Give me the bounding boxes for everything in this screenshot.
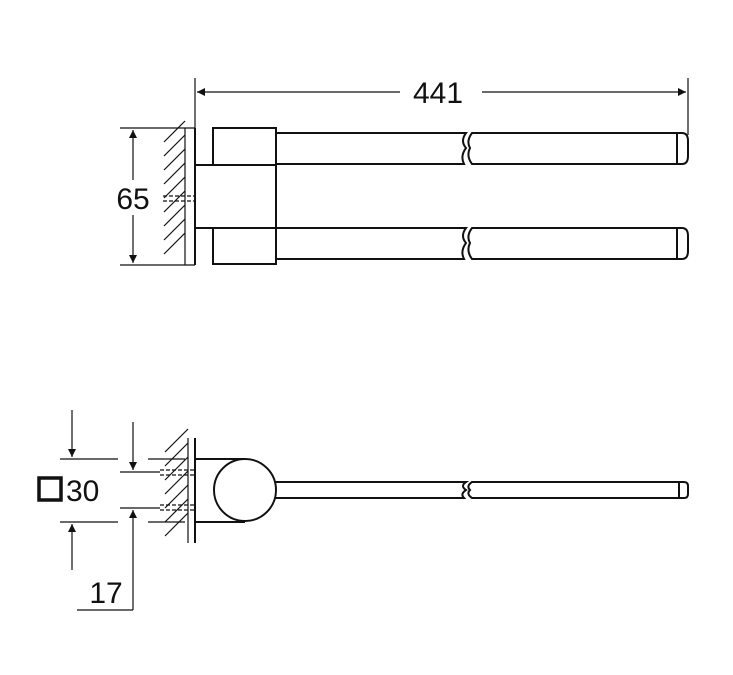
offset-dimension-label: 17 — [89, 577, 122, 610]
top-view: 441 65 — [116, 77, 689, 266]
hatch-line — [163, 232, 186, 255]
square-symbol-icon — [37, 476, 63, 502]
wall-hatching-side — [160, 428, 196, 543]
towel-arm-lower — [276, 227, 689, 260]
mount-side — [195, 458, 277, 523]
hatch-line — [163, 190, 186, 213]
hatch-line — [163, 176, 186, 199]
hatch-line — [164, 498, 189, 523]
towel-arm-upper — [276, 132, 689, 165]
hatch-line — [163, 204, 186, 227]
square-dimension: 30 — [37, 410, 185, 570]
offset-dimension: 17 — [77, 422, 160, 611]
side-view: 30 17 — [37, 410, 689, 611]
hatch-line — [163, 120, 186, 143]
width-dimension-label: 441 — [413, 77, 463, 110]
towel-bar-mount — [194, 127, 277, 265]
hatch-line — [164, 428, 189, 453]
height-dimension: 65 — [116, 127, 195, 266]
hatch-line — [163, 218, 186, 241]
hatch-line — [163, 148, 186, 171]
square-dimension-label: 30 — [66, 475, 99, 508]
hatch-line — [164, 442, 189, 467]
hatch-line — [164, 512, 189, 537]
hatch-line — [163, 162, 186, 185]
wall-hatching — [163, 120, 196, 265]
hatch-line — [163, 134, 186, 157]
width-dimension: 441 — [194, 77, 689, 135]
towel-arm-side — [275, 481, 689, 499]
height-dimension-label: 65 — [116, 183, 149, 216]
hatch-line — [164, 484, 189, 509]
hatch-line — [164, 456, 189, 481]
